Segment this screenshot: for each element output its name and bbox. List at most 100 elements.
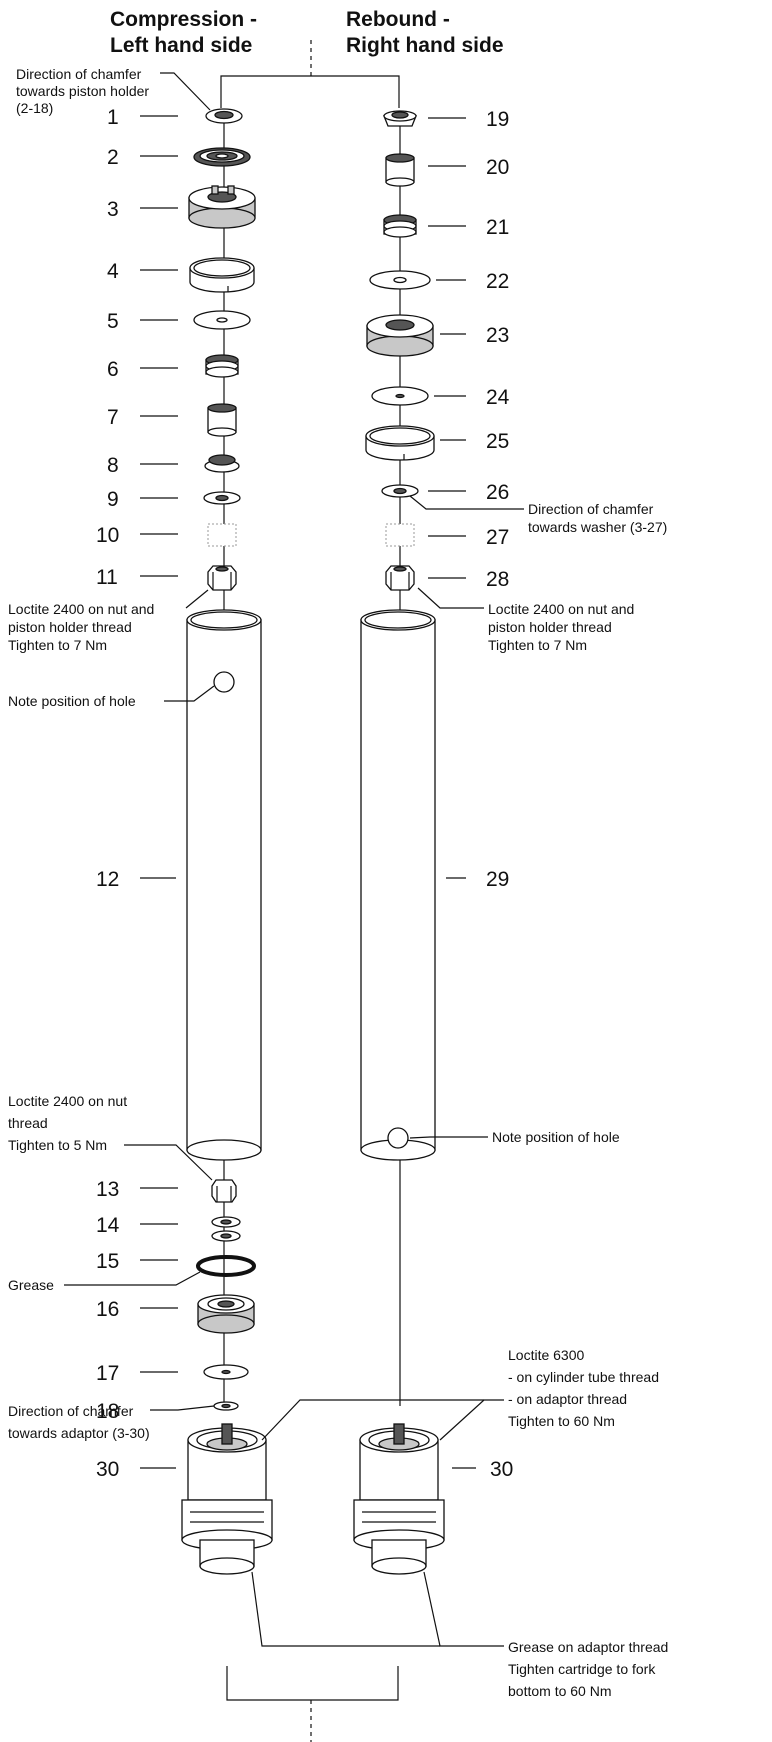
label-6: 6 (107, 358, 119, 381)
note-grease-adaptor-1: Grease on adaptor thread (508, 1639, 668, 1655)
note-loctite6300-1: Loctite 6300 (508, 1347, 584, 1363)
label-14: 14 (96, 1214, 120, 1237)
heading-right-line2: Right hand side (346, 34, 504, 57)
leader-loctite6300-left (261, 1399, 484, 1441)
label-10: 10 (96, 524, 119, 547)
part-16-base-valve (197, 1294, 255, 1334)
part-30-adaptor-left (181, 1423, 273, 1575)
label-27: 27 (486, 526, 509, 549)
note-loctite6300-2: - on cylinder tube thread (508, 1369, 659, 1385)
label-8: 8 (107, 454, 119, 477)
part-14-washers (211, 1216, 241, 1242)
label-23: 23 (486, 324, 509, 347)
part-11-nut (207, 565, 237, 591)
note-chamfer-washer-1: Direction of chamfer (528, 501, 654, 517)
part-12-tube (186, 609, 262, 1161)
label-25: 25 (486, 430, 509, 453)
part-1-washer (205, 108, 243, 124)
part-19-cap (383, 110, 417, 127)
label-4: 4 (107, 260, 119, 283)
part-17-washer (203, 1364, 249, 1380)
part-28-nut (385, 565, 415, 591)
part-8-cap (204, 454, 240, 473)
label-19: 19 (486, 108, 509, 131)
label-2: 2 (107, 146, 119, 169)
note-grease-adaptor-3: bottom to 60 Nm (508, 1683, 612, 1699)
label-28: 28 (486, 568, 509, 591)
label-30-left: 30 (96, 1458, 119, 1481)
part-3-piston (188, 185, 256, 229)
label-30-right: 30 (490, 1458, 513, 1481)
heading-left-line1: Compression - (110, 8, 257, 31)
label-29: 29 (486, 868, 509, 891)
part-9-washer (203, 491, 241, 505)
label-3: 3 (107, 198, 119, 221)
heading-left-line2: Left hand side (110, 34, 252, 57)
note-hole-right: Note position of hole (492, 1129, 620, 1145)
label-5: 5 (107, 310, 119, 333)
label-21: 21 (486, 216, 509, 239)
leader-loctite-right (417, 587, 484, 609)
leader-hole-left (164, 685, 215, 702)
part-27-filter (385, 523, 415, 547)
bottom-connector-bracket (226, 1666, 399, 1701)
part-18-washer (213, 1401, 239, 1411)
leader-loctite6300-right (439, 1399, 504, 1441)
top-connector-bracket (220, 75, 400, 108)
part-23-piston (366, 314, 434, 357)
leader-chamfer-piston (160, 72, 211, 111)
label-16: 16 (96, 1298, 119, 1321)
part-20-spacer (385, 153, 415, 187)
leader-loctite-nut (124, 1144, 213, 1181)
note-chamfer-adaptor-2: towards adaptor (3-30) (8, 1425, 150, 1441)
label-12: 12 (96, 868, 119, 891)
part-24-washer (371, 386, 429, 406)
part-7-spacer (207, 403, 237, 437)
note-grease-adaptor-2: Tighten cartridge to fork (508, 1661, 656, 1677)
heading-right-line1: Rebound - (346, 8, 450, 31)
leader-loctite-left (185, 589, 209, 609)
leader-chamfer-washer (409, 495, 524, 510)
leader-hole-right (409, 1136, 488, 1139)
label-13: 13 (96, 1178, 119, 1201)
part-29-tube (360, 609, 436, 1161)
note-loctite-nut-3: Tighten to 5 Nm (8, 1137, 107, 1153)
label-11: 11 (96, 566, 118, 589)
label-7: 7 (107, 406, 119, 429)
part-25-ring (365, 425, 435, 461)
leader-grease-adaptor-right (423, 1571, 504, 1647)
label-20: 20 (486, 156, 509, 179)
note-loctite-right-2: piston holder thread (488, 619, 612, 635)
note-loctite6300-4: Tighten to 60 Nm (508, 1413, 615, 1429)
note-loctite-right-1: Loctite 2400 on nut and (488, 601, 634, 617)
part-30-adaptor-right (353, 1423, 445, 1575)
label-17: 17 (96, 1362, 119, 1385)
part-2-shim-stack (193, 147, 251, 167)
note-loctite-nut-2: thread (8, 1115, 48, 1131)
note-loctite6300-3: - on adaptor thread (508, 1391, 627, 1407)
note-grease: Grease (8, 1277, 54, 1293)
note-loctite-right-3: Tighten to 7 Nm (488, 637, 587, 653)
label-15: 15 (96, 1250, 119, 1273)
note-loctite-left-2: piston holder thread (8, 619, 132, 635)
note-loctite-nut-1: Loctite 2400 on nut (8, 1093, 127, 1109)
note-loctite-left-1: Loctite 2400 on nut and (8, 601, 154, 617)
part-4-ring (189, 257, 255, 293)
label-22: 22 (486, 270, 509, 293)
note-hole-left: Note position of hole (8, 693, 136, 709)
note-chamfer-washer-2: towards washer (3-27) (528, 519, 667, 535)
leader-chamfer-adaptor (150, 1405, 215, 1411)
note-chamfer-piston-2: towards piston holder (16, 83, 149, 99)
note-chamfer-piston-3: (2-18) (16, 100, 53, 116)
part-5-washer (193, 310, 251, 330)
leader-grease-adaptor-left (251, 1571, 440, 1647)
part-10-filter (207, 523, 237, 547)
part-15-oring (196, 1255, 256, 1277)
label-1: 1 (107, 106, 119, 129)
label-26: 26 (486, 481, 509, 504)
note-loctite-left-3: Tighten to 7 Nm (8, 637, 107, 653)
part-26-washer (381, 484, 419, 498)
part-21-spring (383, 214, 417, 238)
